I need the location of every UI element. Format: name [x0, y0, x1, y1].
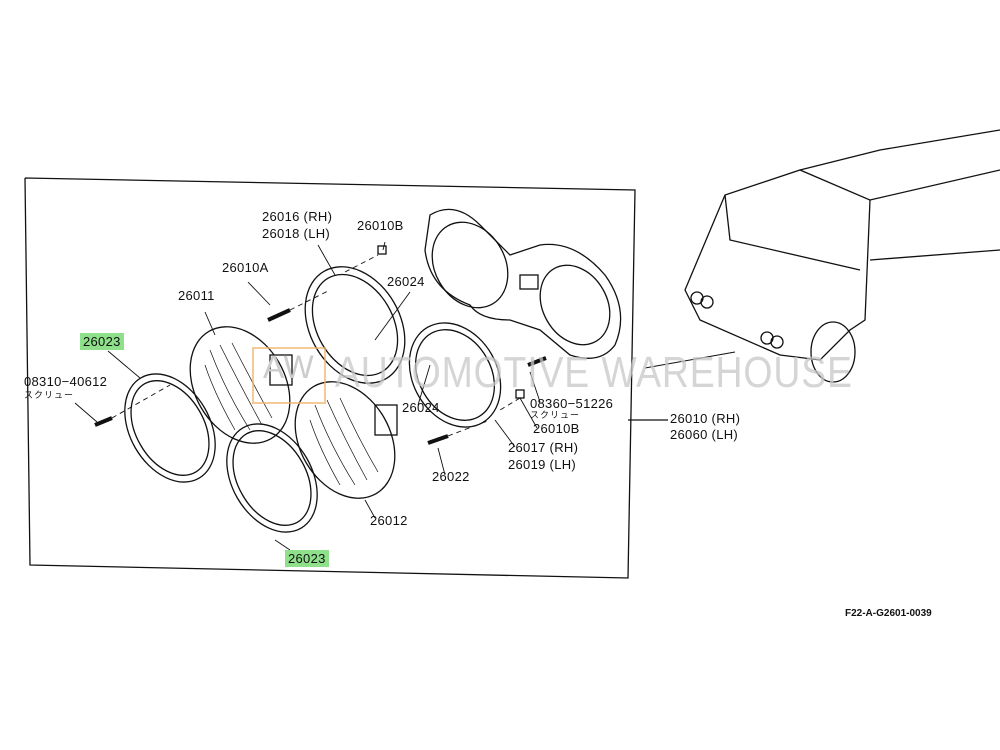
- label-26012: 26012: [370, 513, 408, 528]
- frame: [24, 177, 636, 579]
- label-26019: 26019 (LH): [508, 457, 577, 472]
- label-26010a: 26010A: [222, 260, 269, 275]
- figure-code: F22-A-G2601-0039: [845, 608, 932, 619]
- label-screw-right-sub: スクリュー: [530, 410, 581, 420]
- truck-illustration: [684, 129, 1000, 383]
- label-26018: 26018 (LH): [262, 226, 331, 241]
- watermark: AUTOMOTIVE WAREHOUSE: [335, 348, 853, 397]
- label-26022: 26022: [432, 469, 470, 484]
- screw-26010a: [267, 308, 291, 322]
- nut-top: [377, 245, 387, 255]
- ring-left: [124, 373, 216, 483]
- watermark-logo: AW: [263, 349, 314, 385]
- label-26010: 26010 (RH): [670, 411, 741, 426]
- label-screw-left-sub: スクリュー: [24, 390, 75, 400]
- lamp-upper: [189, 326, 291, 444]
- label-26010b-top: 26010B: [357, 218, 404, 233]
- screw-08360: [527, 356, 547, 367]
- label-26024-mid: 26024: [402, 400, 440, 415]
- screw-26022: [427, 434, 449, 445]
- label-26023-left[interactable]: 26023: [80, 333, 124, 350]
- lamp-lower: [294, 381, 396, 499]
- lamp-lower-socket: [374, 404, 398, 436]
- watermark-logo-box: [252, 347, 326, 404]
- ring-bottom: [226, 423, 318, 533]
- label-26017: 26017 (RH): [508, 440, 579, 455]
- label-26060: 26060 (LH): [670, 427, 739, 442]
- label-26010b-mid: 26010B: [533, 421, 580, 436]
- label-08360-51226: 08360−51226: [530, 396, 614, 411]
- lamp-upper-socket: [269, 354, 293, 386]
- label-26011: 26011: [178, 288, 215, 303]
- screw-08310: [94, 416, 113, 427]
- headlamp-panel: [424, 208, 622, 359]
- label-26023-bottom[interactable]: 26023: [285, 550, 329, 567]
- label-08310-40612: 08310−40612: [24, 374, 108, 389]
- label-26016: 26016 (RH): [262, 209, 333, 224]
- label-26024-top: 26024: [387, 274, 425, 289]
